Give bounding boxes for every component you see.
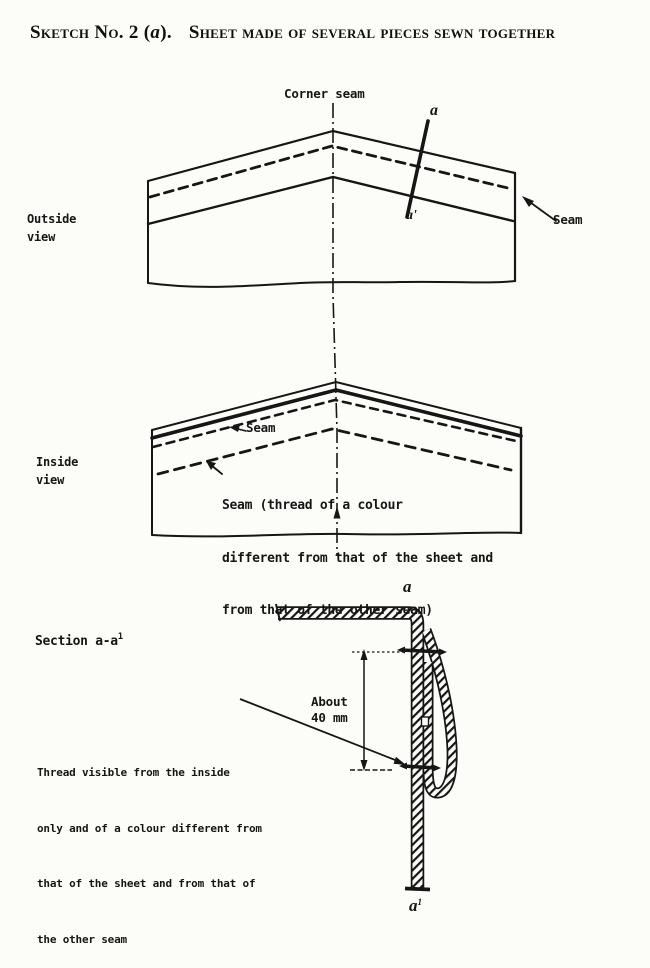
section-drawing bbox=[239, 603, 458, 892]
title-letter: a bbox=[150, 22, 161, 43]
inside-view-drawing bbox=[150, 380, 523, 538]
section-fold-step bbox=[420, 716, 430, 727]
title-prefix: Sketch No. 2 ( bbox=[30, 22, 151, 43]
outside-bottom-edge bbox=[147, 280, 516, 288]
inside-seam-note: Seam (thread of a colour different from … bbox=[222, 498, 493, 618]
section-loop-hatch bbox=[422, 628, 456, 797]
inside-seam-label-arrowhead bbox=[229, 424, 240, 432]
inside-top-band bbox=[150, 388, 523, 440]
inside-seam-label: Seam bbox=[246, 420, 276, 435]
outside-seam-dashed bbox=[148, 144, 514, 199]
section-sheet-cut-end bbox=[275, 603, 281, 622]
section-sheet-hatch bbox=[278, 608, 423, 888]
bottom-end-tick bbox=[404, 886, 431, 892]
corner-seam-centerline bbox=[332, 103, 341, 556]
inside-note-arrowhead bbox=[206, 461, 216, 470]
outside-inner-line bbox=[146, 175, 515, 226]
section-letter-bottom: a1 bbox=[409, 896, 422, 915]
thread-note-arrowhead bbox=[393, 756, 406, 765]
section-letter-a-top: a bbox=[430, 102, 438, 119]
inside-seam2-dashed bbox=[156, 427, 513, 476]
centerline-arrowhead bbox=[333, 506, 341, 519]
title-main: Sheet made of several pieces sewn togeth… bbox=[188, 22, 556, 43]
title-suffix: ). bbox=[160, 22, 172, 43]
section-title-label: Section a-a1 bbox=[35, 632, 124, 649]
corner-seam-label: Corner seam bbox=[284, 86, 365, 101]
page-title: Sketch No. 2 (a). Sheet made of several p… bbox=[30, 22, 640, 44]
inside-seam1-dashed bbox=[151, 398, 518, 449]
diagram-linework bbox=[146, 103, 557, 892]
section-sheet-outline bbox=[278, 606, 425, 888]
section-letter-top: a bbox=[403, 577, 412, 596]
outside-top-edge bbox=[146, 129, 517, 183]
inside-bottom-edge bbox=[151, 531, 522, 538]
scanned-sketch-page: { "title": { "prefix": "Sketch No. 2 (",… bbox=[27, 22, 640, 946]
thread-note-leader bbox=[239, 698, 400, 763]
outside-view-drawing bbox=[146, 119, 557, 288]
section-cut-line bbox=[405, 119, 430, 219]
thread-note-text: Thread visible from the inside only and … bbox=[37, 766, 262, 946]
dimension-40mm bbox=[350, 649, 404, 771]
section-letter-a-prime: a' bbox=[406, 208, 417, 223]
inside-top-edge bbox=[151, 380, 522, 431]
seam-leader-arrowhead bbox=[522, 196, 534, 207]
outside-seam-label: Seam bbox=[553, 212, 583, 227]
